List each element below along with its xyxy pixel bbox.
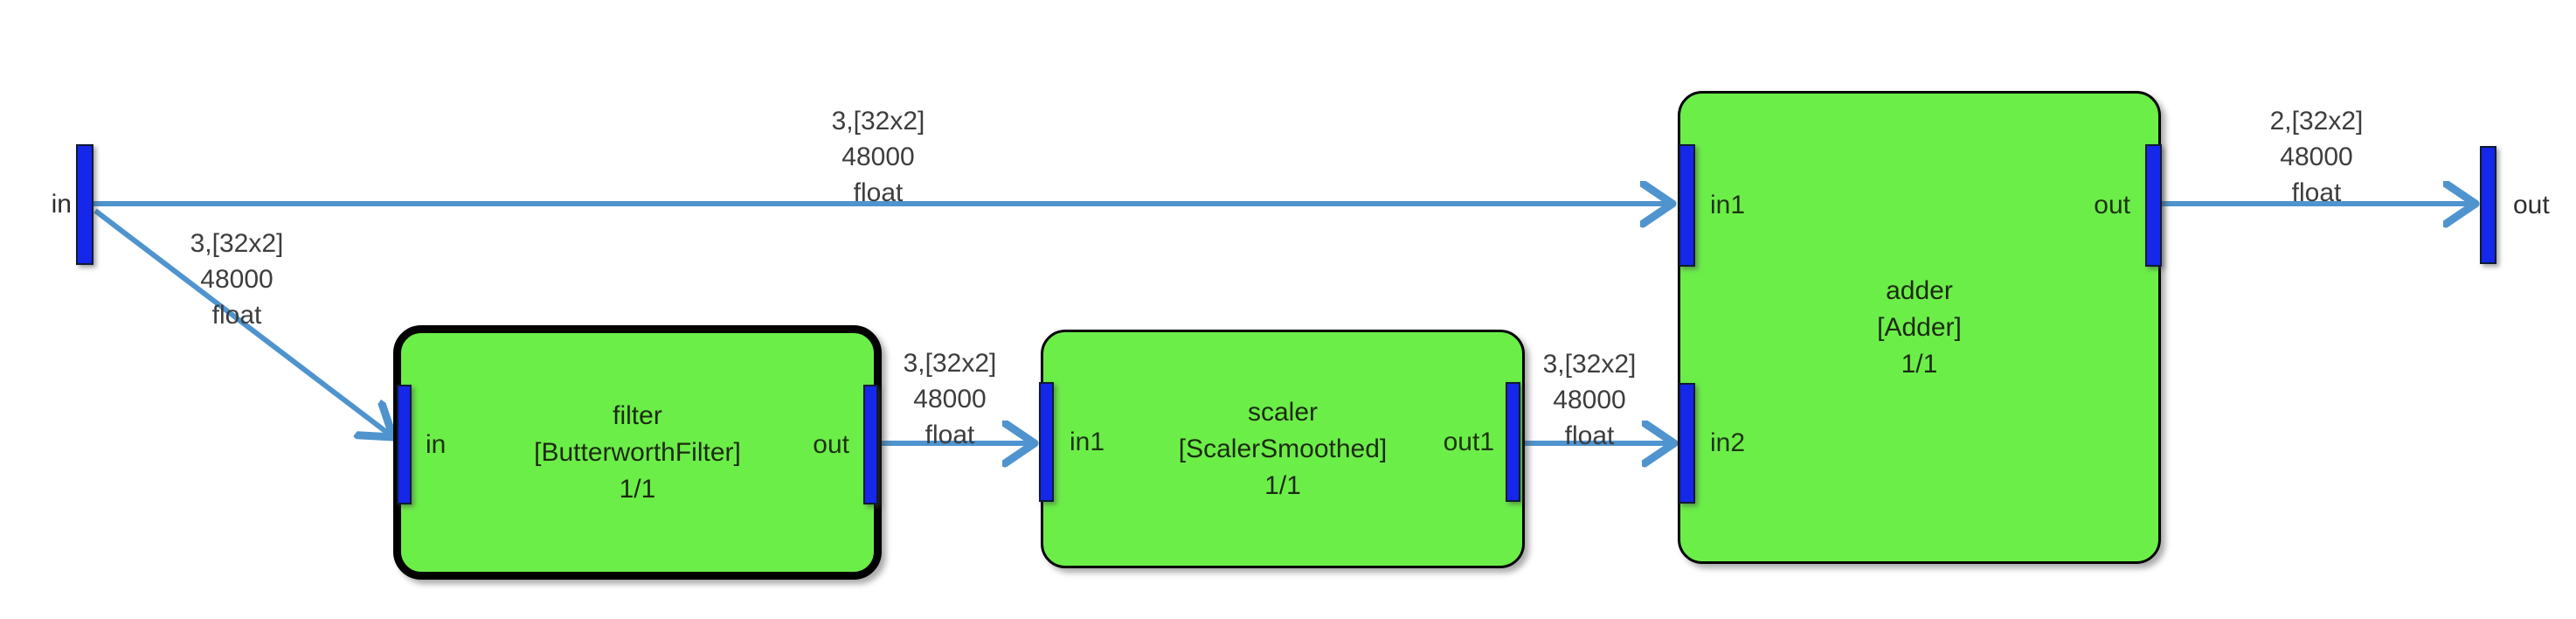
port-label-text: in1 — [1710, 191, 1746, 219]
label-rate: 48000 — [200, 265, 274, 294]
connection-label-adder-out-to-out: 2,[32x2] 48000 float — [2270, 103, 2364, 211]
port-label-text: in1 — [1070, 427, 1105, 456]
port-label-text: out1 — [1443, 427, 1494, 456]
port-adder-in1-label: in1 — [1710, 144, 1745, 267]
port-label-text: out — [2094, 191, 2130, 219]
block-name: adder — [1886, 275, 1953, 305]
external-output-label-text: out — [2513, 190, 2550, 219]
block-type: [Adder] — [1877, 312, 1962, 342]
connection-label-in-to-adder-in1: 3,[32x2] 48000 float — [832, 103, 925, 211]
label-shape: 3,[32x2] — [1542, 350, 1637, 379]
label-shape: 3,[32x2] — [190, 229, 284, 258]
label-type: float — [853, 178, 904, 207]
port-label-text: out — [813, 429, 849, 459]
port-filter-in-label: in — [426, 385, 446, 504]
block-type: [ScalerSmoothed] — [1178, 434, 1388, 463]
label-shape: 3,[32x2] — [831, 107, 925, 136]
port-adder-in2[interactable] — [1679, 383, 1695, 504]
external-output-port[interactable] — [2480, 146, 2496, 264]
block-throughput: 1/1 — [1264, 470, 1301, 500]
port-scaler-in1[interactable] — [1039, 382, 1054, 502]
connection-label-scaler-out1-to-adder-in2: 3,[32x2] 48000 float — [1543, 346, 1637, 454]
block-name: scaler — [1247, 397, 1319, 427]
block-throughput: 1/1 — [619, 474, 656, 504]
block-type: [ButterworthFilter] — [534, 437, 741, 467]
port-filter-out[interactable] — [863, 385, 878, 504]
label-type: float — [924, 421, 975, 449]
label-shape: 2,[32x2] — [2269, 107, 2364, 136]
block-filter-title: filter [ButterworthFilter] 1/1 — [534, 398, 741, 508]
port-label-text: in — [426, 429, 447, 459]
port-scaler-out1-label: out1 — [1444, 382, 1494, 502]
port-label-text: in2 — [1710, 428, 1746, 457]
label-type: float — [1564, 421, 1615, 450]
port-scaler-out1[interactable] — [1506, 382, 1520, 502]
block-adder[interactable]: adder [Adder] 1/1 in1 in2 out — [1678, 91, 2162, 564]
connection-label-filter-out-to-scaler-in1: 3,[32x2] 48000 float — [904, 345, 997, 453]
block-name: filter — [613, 400, 662, 430]
connection-label-in-to-filter-in: 3,[32x2] 48000 float — [190, 226, 284, 333]
port-adder-out[interactable] — [2145, 144, 2162, 267]
wire-in-to-filter-in[interactable] — [93, 208, 393, 437]
block-filter[interactable]: filter [ButterworthFilter] 1/1 in out — [393, 325, 882, 580]
port-scaler-in1-label: in1 — [1070, 382, 1104, 502]
external-input-label: in — [12, 144, 72, 265]
external-output-label: out — [2513, 146, 2576, 264]
label-rate: 48000 — [1553, 386, 1626, 414]
label-type: float — [211, 301, 262, 330]
block-adder-title: adder [Adder] 1/1 — [1877, 273, 1962, 383]
block-throughput: 1/1 — [1901, 349, 1938, 379]
port-adder-in1[interactable] — [1679, 144, 1695, 267]
external-input-port[interactable] — [76, 144, 93, 265]
port-adder-in2-label: in2 — [1710, 383, 1745, 504]
port-adder-out-label: out — [2094, 144, 2130, 267]
port-filter-in[interactable] — [397, 385, 412, 504]
port-filter-out-label: out — [813, 385, 849, 504]
block-scaler[interactable]: scaler [ScalerSmoothed] 1/1 in1 out1 — [1039, 330, 1525, 568]
label-shape: 3,[32x2] — [903, 349, 997, 378]
label-type: float — [2291, 178, 2342, 207]
block-scaler-title: scaler [ScalerSmoothed] 1/1 — [1179, 394, 1387, 504]
label-rate: 48000 — [2280, 143, 2353, 171]
external-input-label-text: in — [51, 190, 72, 219]
label-rate: 48000 — [841, 143, 915, 171]
label-rate: 48000 — [913, 385, 987, 414]
